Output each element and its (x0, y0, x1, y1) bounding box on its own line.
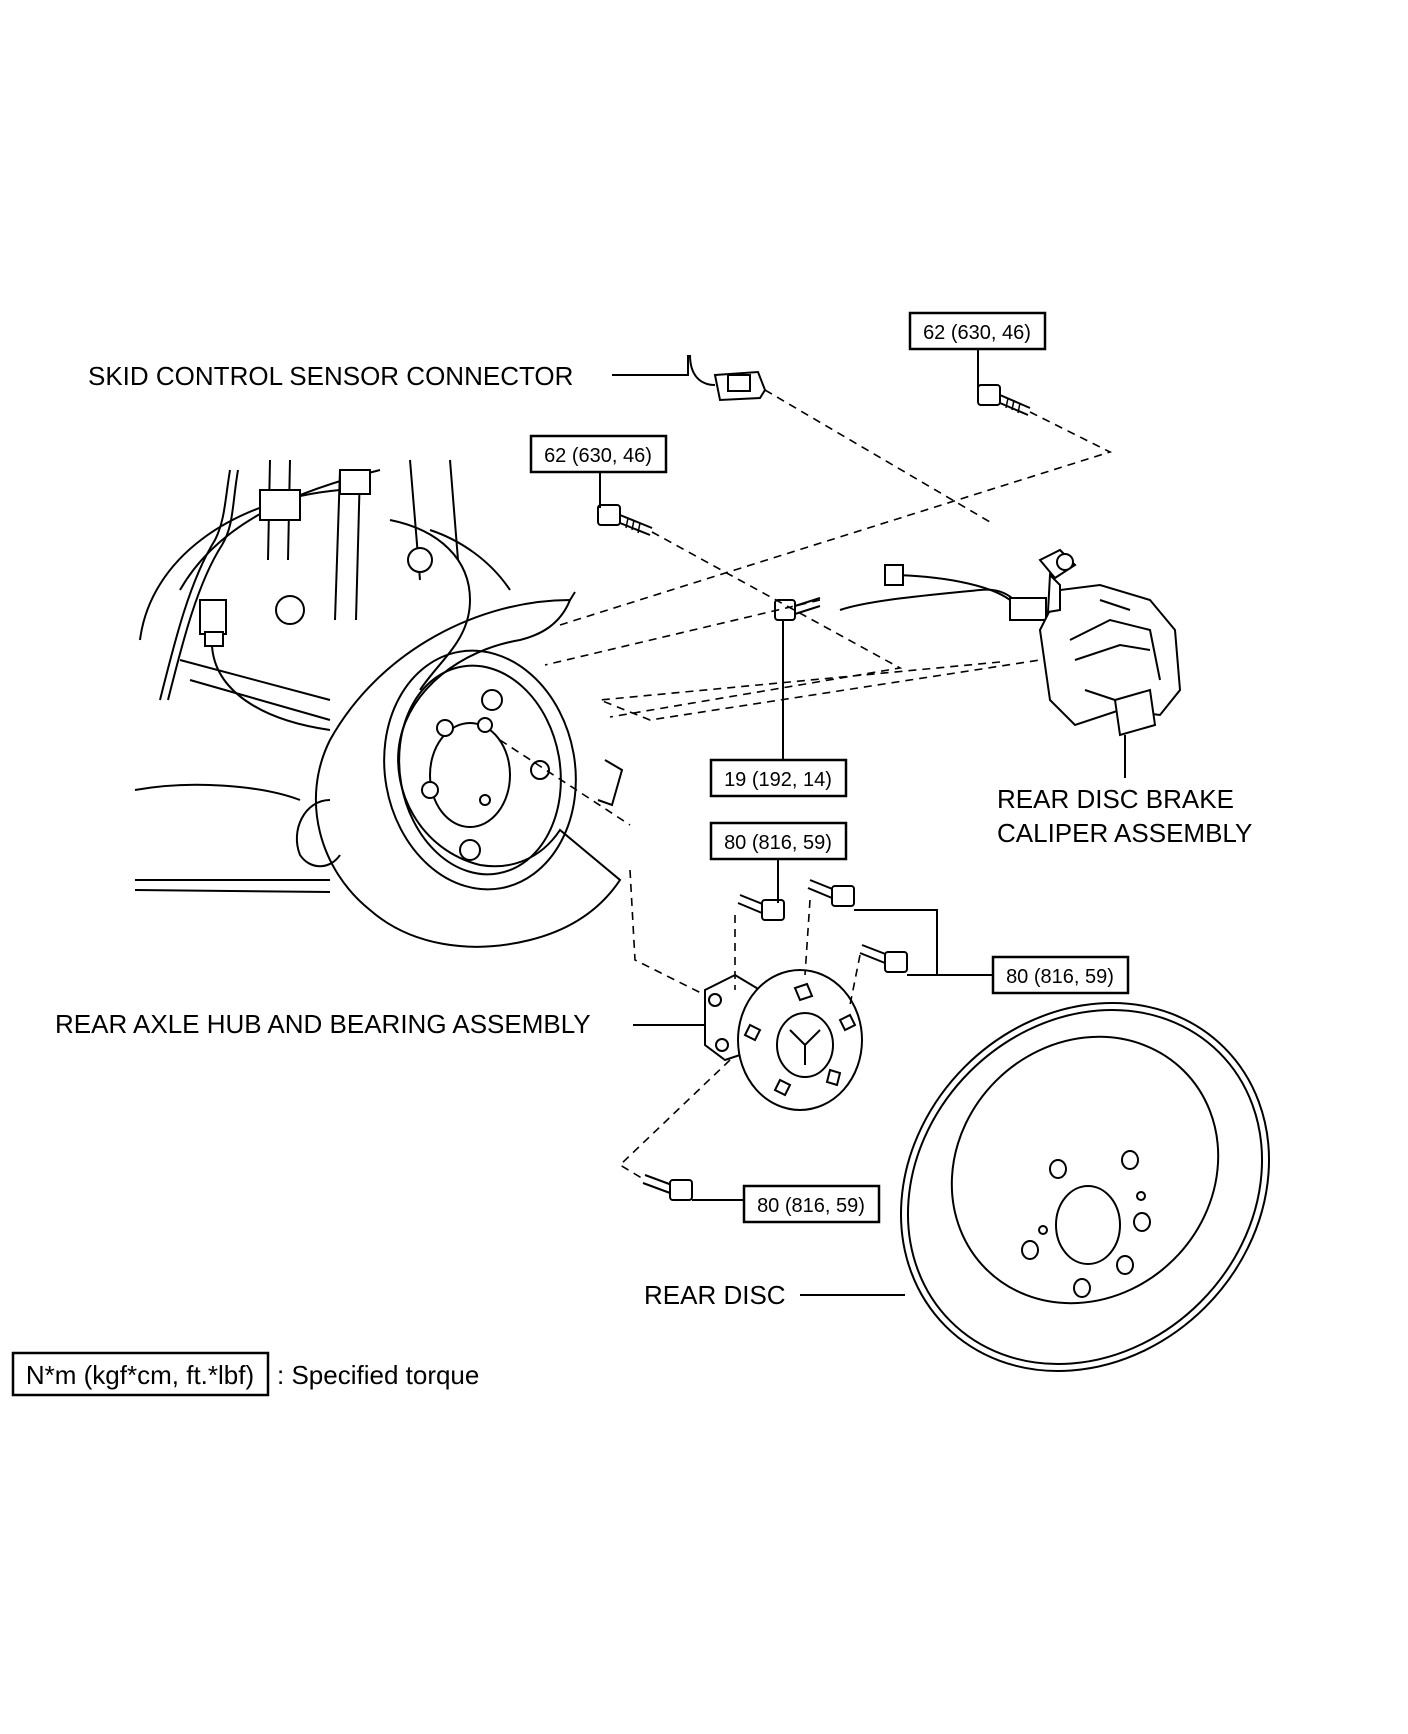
hub-bolt-bottom-part (642, 1174, 693, 1201)
leader-skid-sensor-connector (612, 355, 689, 376)
label-skid-sensor-connector: SKID CONTROL SENSOR CONNECTOR (88, 355, 689, 391)
torque-hub-bolt-bottom-text: 80 (816, 59) (757, 1195, 865, 1217)
torque-sensor-bolt: 19 (192, 14) (709, 620, 848, 798)
torque-caliper-upper: 62 (630, 46) (908, 311, 1047, 390)
legend-description: : Specified torque (277, 1360, 479, 1390)
label-caliper-assembly: REAR DISC BRAKE CALIPER ASSEMBLY (997, 735, 1252, 848)
suspension-knuckle-drawing (134, 459, 511, 893)
caliper-lower-bolt-part (597, 504, 653, 536)
label-hub-bearing: REAR AXLE HUB AND BEARING ASSEMBLY (55, 1009, 705, 1039)
legend-box-text: N*m (kgf*cm, ft.*lbf) (26, 1360, 254, 1390)
assembly-dashed-lines (499, 389, 1113, 1181)
speed-sensor-wire-part (839, 564, 1047, 621)
label-skid-sensor-connector-text: SKID CONTROL SENSOR CONNECTOR (88, 361, 573, 391)
torque-hub-bolt-bottom: 80 (816, 59) (692, 1184, 881, 1224)
hub-bolt-top-part (737, 894, 785, 921)
label-caliper-line1: REAR DISC BRAKE (997, 784, 1234, 814)
skid-sensor-connector-part (689, 354, 767, 402)
torque-sensor-bolt-text: 19 (192, 14) (724, 769, 832, 791)
hub-bolt-right-lower-part (859, 944, 908, 973)
caliper-upper-bolt-part (977, 384, 1031, 416)
caliper-assembly-part (1038, 548, 1182, 737)
torque-hub-bolt-top-text: 80 (816, 59) (724, 832, 832, 854)
torque-hub-bolts-right-text: 80 (816, 59) (1006, 966, 1114, 988)
hub-bearing-assembly-part (704, 969, 863, 1111)
torque-caliper-upper-text: 62 (630, 46) (923, 322, 1031, 344)
hub-bolt-right-upper-part (807, 879, 855, 907)
label-hub-bearing-text: REAR AXLE HUB AND BEARING ASSEMBLY (55, 1009, 591, 1039)
torque-legend: N*m (kgf*cm, ft.*lbf) : Specified torque (11, 1351, 479, 1397)
label-rear-disc-text: REAR DISC (644, 1280, 786, 1310)
torque-hub-bolt-top: 80 (816, 59) (709, 821, 848, 903)
label-rear-disc: REAR DISC (644, 1280, 905, 1310)
torque-caliper-lower: 62 (630, 46) (529, 434, 668, 508)
rear-disc-part (900, 1002, 1270, 1372)
backing-plate-drawing (314, 591, 624, 948)
label-caliper-line2: CALIPER ASSEMBLY (997, 818, 1252, 848)
torque-caliper-lower-text: 62 (630, 46) (544, 445, 652, 467)
torque-hub-bolts-right: 80 (816, 59) (854, 909, 1130, 995)
